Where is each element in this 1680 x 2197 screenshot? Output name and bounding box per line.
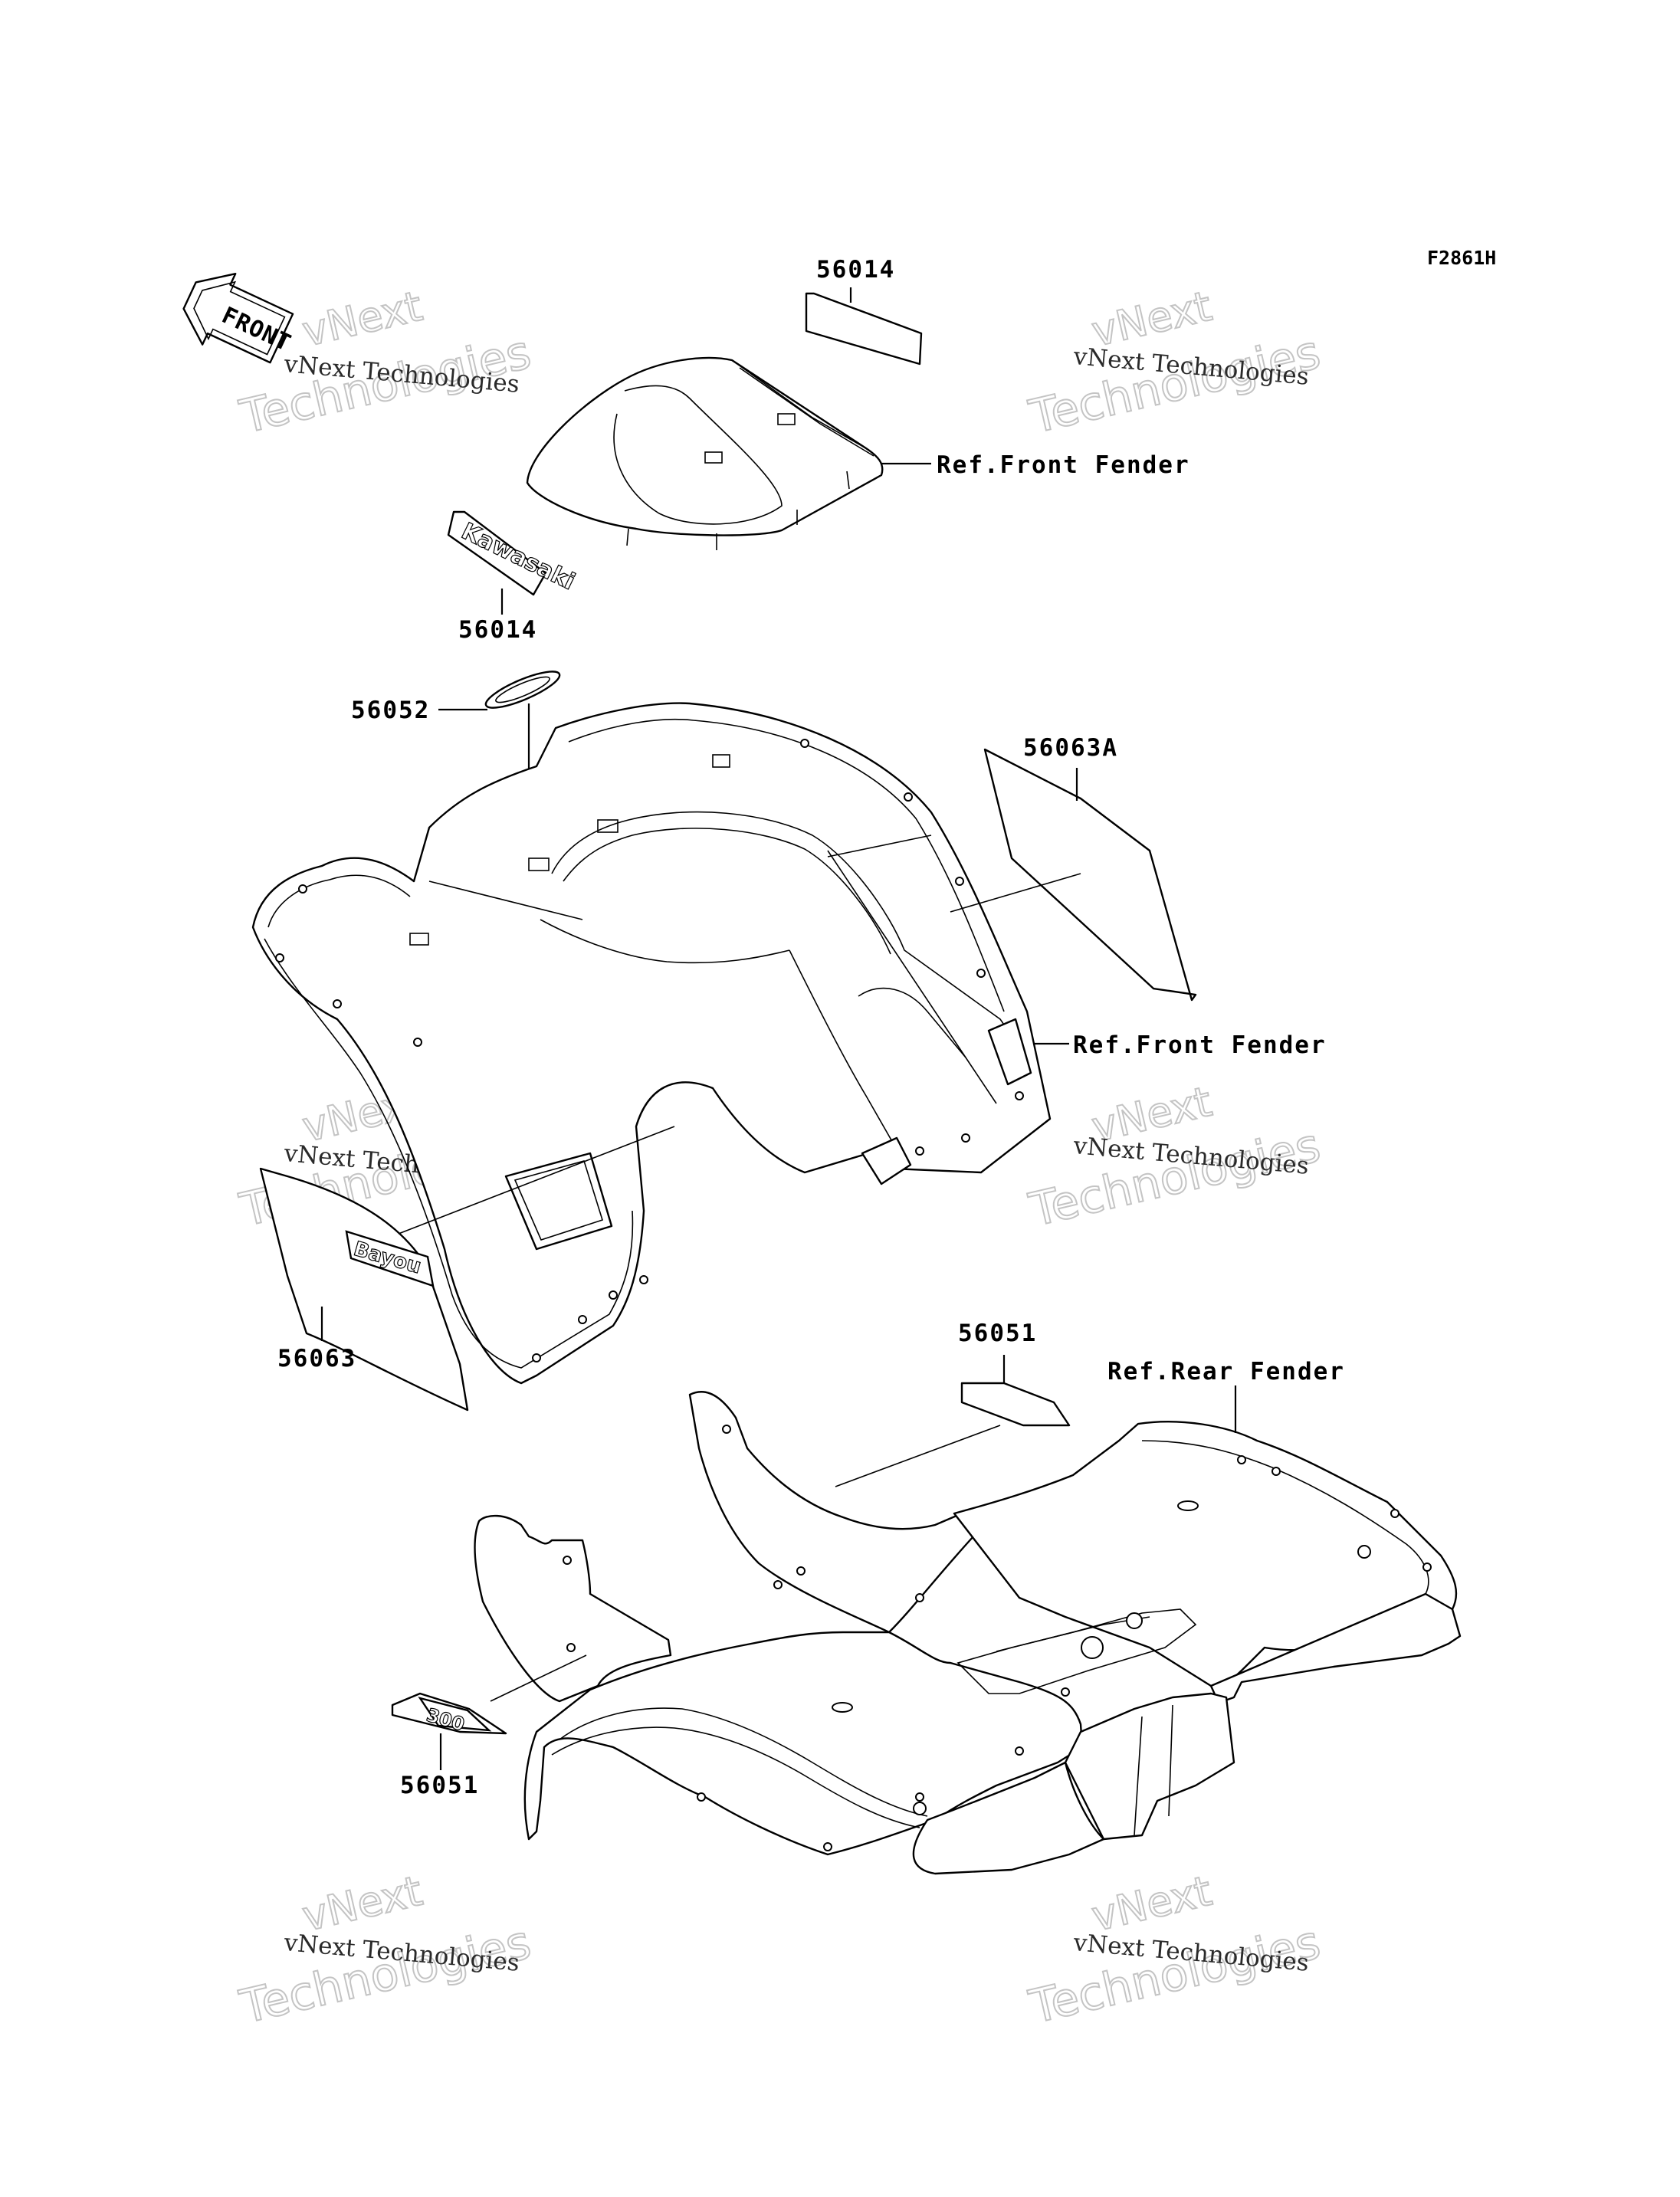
watermark-brand-sub: Technologies bbox=[1025, 1916, 1325, 2035]
ref-front-fender-top: Ref.Front Fender bbox=[937, 451, 1190, 479]
ref-rear-fender: Ref.Rear Fender bbox=[1107, 1358, 1345, 1385]
watermark-brand: vNext bbox=[1088, 1867, 1216, 1941]
front-direction-arrow-icon: FRONT bbox=[182, 272, 295, 364]
ref-front-fender-mid: Ref.Front Fender bbox=[1073, 1031, 1327, 1059]
watermark-2: vNext Technologies vNext Technologies bbox=[1024, 281, 1326, 445]
watermark-brand-sub: Technologies bbox=[235, 1916, 536, 2035]
callout-top-decal: 56014 bbox=[816, 256, 895, 284]
rear-decal-56051-top: 56051 bbox=[958, 1320, 1071, 1427]
watermark-4: vNext Technologies vNext Technologies bbox=[1024, 1077, 1326, 1238]
watermark-6: vNext Technologies vNext Technologies bbox=[1024, 1866, 1326, 2035]
watermark-1: vNext Technologies vNext Technologies bbox=[235, 281, 536, 445]
top-decal-56014: 56014 bbox=[805, 256, 923, 366]
watermark-5: vNext Technologies vNext Technologies bbox=[235, 1866, 536, 2035]
kawasaki-decal-56014: Kawasaki 56014 bbox=[447, 510, 579, 644]
callout-rear-decal-bottom: 56051 bbox=[400, 1772, 479, 1799]
side-decal-56063A: 56063A bbox=[827, 734, 1197, 1002]
callout-emblem: 56052 bbox=[351, 697, 430, 724]
callout-rear-decal-top: 56051 bbox=[958, 1320, 1037, 1347]
rear-fender-bolt-holes bbox=[563, 1425, 1432, 1851]
watermark-brand: vNext bbox=[298, 282, 427, 356]
callout-kawasaki-decal: 56014 bbox=[458, 616, 537, 644]
watermark-brand-sub: Technologies bbox=[1025, 1119, 1325, 1238]
rear-fender-main: Ref.Rear Fender bbox=[474, 1358, 1462, 1875]
top-front-fender-panel: Ref.Front Fender bbox=[526, 356, 1190, 550]
emblem-56052: 56052 bbox=[351, 671, 561, 801]
fender-bolt-holes bbox=[275, 739, 1024, 1362]
figure-code: F2861H bbox=[1427, 247, 1496, 269]
watermark-brand: vNext bbox=[298, 1867, 427, 1941]
callout-side-decal-left: 56063 bbox=[277, 1345, 356, 1372]
callout-side-decal-right: 56063A bbox=[1023, 734, 1118, 762]
rear-decal-56051-bottom: 300 56051 bbox=[391, 1692, 507, 1799]
